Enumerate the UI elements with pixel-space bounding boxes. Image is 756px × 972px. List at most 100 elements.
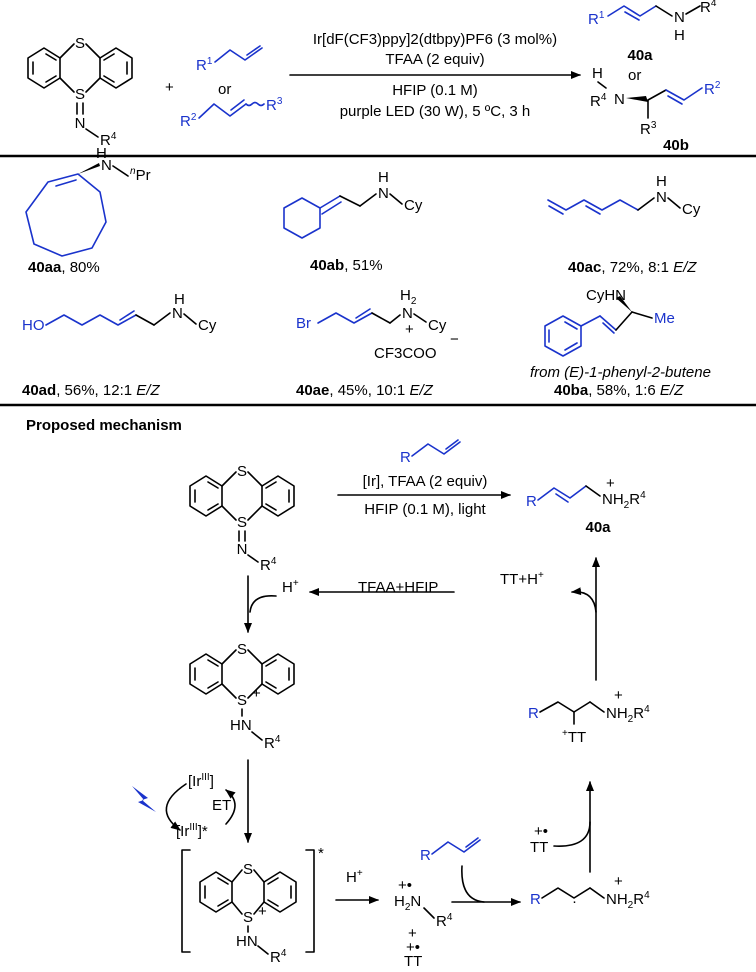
n-mech1: N <box>237 541 248 558</box>
tt-h-label: TT+H+ <box>500 570 544 588</box>
tt-release-curved-arrow <box>571 587 597 613</box>
et-cycle-arrow <box>225 789 236 825</box>
s-charge-mech2: + <box>252 685 261 702</box>
ammonium-adduct: NH2R4 <box>606 704 650 725</box>
solvent-text: HFIP (0.1 M) <box>392 82 478 99</box>
tt-radical-capture-charge: +• <box>534 823 548 840</box>
aminium-charge: +• <box>398 877 412 894</box>
radical-dot: · <box>572 893 577 910</box>
s-bottom-mech2: S <box>237 692 247 709</box>
aminium-r4: R4 <box>436 912 453 930</box>
product-40b-label: 40b <box>663 137 689 154</box>
product-40a-label: 40a <box>627 47 653 64</box>
cy-40ad: Cy <box>198 317 217 334</box>
s-charge-mech3: + <box>258 903 267 920</box>
sulfur-atom-top: S <box>75 35 85 52</box>
label-40ad: 40ad, 56%, 12:1 E/Z <box>22 382 160 399</box>
r-allyl-top: R <box>400 449 411 466</box>
r2-40b: R2 <box>704 80 721 98</box>
amine-n-40ad: N <box>172 305 183 322</box>
amine-n-40a: N <box>674 9 685 26</box>
photocatalyst-cycle: [IrIII] [IrIII]* ET <box>132 772 236 840</box>
product-40b: or H R4 N R3 R2 40b <box>590 65 721 154</box>
amine-n-40ab: N <box>378 185 389 202</box>
label-40ba: 40ba, 58%, 1:6 E/Z <box>554 382 684 399</box>
proton-label-2: H+ <box>346 868 363 886</box>
mechanism-title: Proposed mechanism <box>26 417 182 434</box>
counterion-charge-40ae: − <box>450 331 459 348</box>
ammonium-h2-40ae: H2 <box>400 287 417 307</box>
terminal-alkene-substrate: R1 <box>196 45 263 74</box>
tfaa-hfip-label: TFAA+HFIP <box>358 579 438 596</box>
reagent-text: TFAA (2 equiv) <box>385 51 484 68</box>
aminium-h2n: H2N <box>394 893 421 913</box>
r4-40a: R4 <box>700 0 717 16</box>
compound-40ad: HO N H Cy 40ad, 56%, 12:1 E/Z <box>22 291 217 399</box>
et-label: ET <box>212 797 231 814</box>
ammonium-radical-charge: + <box>614 873 623 890</box>
hn-mech2: HN <box>230 717 252 734</box>
amine-nh-40aa: N <box>101 157 112 174</box>
tt-radical-capture: TT <box>530 839 548 856</box>
compound-40ac: N H Cy 40ac, 72%, 8:1 E/Z <box>547 173 701 276</box>
s-bottom-mech1: S <box>237 514 247 531</box>
r4-40b: R4 <box>590 92 607 110</box>
ir3-star-label: [IrIII]* <box>176 822 208 840</box>
mech-top-step: R [Ir], TFAA (2 equiv) HFIP (0.1 M), lig… <box>337 439 511 518</box>
amine-n-40b: N <box>614 91 625 108</box>
label-40aa: 40aa, 80% <box>28 259 100 276</box>
hn-mech3: HN <box>236 933 258 950</box>
mech-tt-adduct: R +TT NH2R4 + <box>528 687 650 746</box>
r4-mech1: R4 <box>260 556 277 574</box>
mech-40a-label: 40a <box>585 519 611 536</box>
r3-40b: R3 <box>640 120 657 138</box>
ir3-label: [IrIII] <box>188 772 214 790</box>
tt-radical: TT <box>404 953 422 970</box>
amine-h-40a: H <box>674 27 685 44</box>
mech-excited-state: * S S + HN R4 <box>181 845 324 966</box>
ammonium-charge-mech: + <box>606 475 615 492</box>
ammonium-n-40ae: N <box>402 305 413 322</box>
compound-40ba: Me CyHN from (E)-1-phenyl-2-butene 40ba,… <box>530 287 711 399</box>
plus-tt: + <box>408 925 417 942</box>
mechanism-section: Proposed mechanism S S N R4 R <box>26 417 650 970</box>
ammonium-radical: NH2R4 <box>606 890 650 911</box>
catalyst-text: Ir[dF(CF3)ppy]2(dtbpy)PF6 (3 mol%) <box>313 31 557 48</box>
r4-label: R4 <box>100 131 117 149</box>
mech-carbon-radical: R · NH2R4 + <box>530 873 650 911</box>
cyhn-40ba: CyHN <box>586 287 626 304</box>
label-40ab: 40ab, 51% <box>310 257 383 274</box>
amine-h-40ac: H <box>656 173 667 190</box>
nitrogen-atom: N <box>75 115 86 132</box>
plus-sign: + <box>165 79 174 96</box>
r-alkene-add: R <box>420 847 431 864</box>
r1-product-label: R1 <box>588 10 605 28</box>
product-40a: R1 N H R4 40a <box>588 0 717 64</box>
mech-conditions-2: HFIP (0.1 M), light <box>364 501 486 518</box>
or-label-substrate: or <box>218 81 231 98</box>
compound-40ae: Br N H2 + Cy CF3COO − 40ae, 45%, 10:1 E/… <box>296 287 459 399</box>
compound-40aa: N H nPr 40aa, 80% <box>25 145 151 276</box>
sulfilimine-reagent: S S N R4 <box>27 35 133 149</box>
header-reaction: S S N R4 + R1 or R2 R3 Ir[dF(CF3)ppy]2(d… <box>27 0 721 154</box>
ammonium-charge-40ae: + <box>405 321 414 338</box>
tt-capture-curved-arrow <box>553 821 591 847</box>
cy-40ab: Cy <box>404 197 423 214</box>
label-40ac: 40ac, 72%, 8:1 E/Z <box>568 259 697 276</box>
label-40ae: 40ae, 45%, 10:1 E/Z <box>296 382 434 399</box>
r2-label: R2 <box>180 112 197 130</box>
proton-label: H+ <box>282 578 299 596</box>
excitation-cycle-arrow <box>165 783 187 831</box>
conditions-text: purple LED (30 W), 5 ºC, 3 h <box>340 103 531 120</box>
compound-40ab: N H Cy 40ab, 51% <box>283 169 423 274</box>
s-top-mech1: S <box>237 463 247 480</box>
r-adduct: R <box>528 705 539 722</box>
amine-h-40b: H <box>592 65 603 82</box>
cy-40ac: Cy <box>682 201 701 218</box>
amine-h-40ad: H <box>174 291 185 308</box>
ammonium-product-mech: NH2R4 <box>602 490 646 511</box>
methyl-40ba: Me <box>654 310 675 327</box>
or-label-product: or <box>628 67 641 84</box>
alkene-curved-arrow <box>461 865 485 903</box>
tt-adduct: +TT <box>562 728 586 746</box>
